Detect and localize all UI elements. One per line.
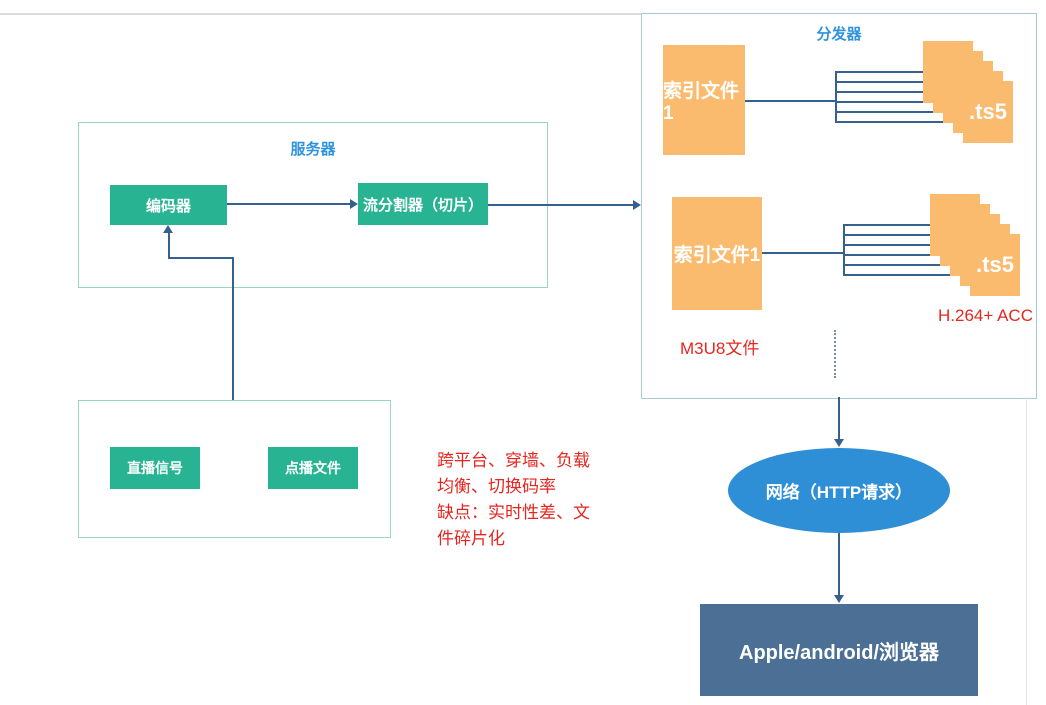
pros-cons-note: 跨平台、穿墙、负载 均衡、切换码率 缺点：实时性差、文 件碎片化 bbox=[437, 448, 627, 552]
arrow-network-to-client-head bbox=[834, 595, 844, 603]
arrow-splitter-to-distributor-head bbox=[633, 200, 641, 210]
fan-line bbox=[835, 91, 943, 93]
pros-cons-note-line: 均衡、切换码率 bbox=[437, 477, 556, 496]
arrow-sources-to-encoder-horizontal bbox=[168, 257, 234, 259]
vod-file-node: 点播文件 bbox=[268, 447, 358, 489]
ts-card-front: .ts5 bbox=[970, 234, 1020, 296]
arrow-distributor-to-network-line bbox=[838, 397, 840, 441]
segment-fan-lines bbox=[835, 71, 985, 123]
fan-line bbox=[835, 71, 923, 73]
arrow-network-to-client-line bbox=[838, 533, 840, 596]
pros-cons-note-line: 件碎片化 bbox=[437, 529, 505, 548]
index-to-segments-line bbox=[762, 252, 844, 254]
arrow-encoder-to-splitter-head bbox=[350, 199, 358, 209]
top-divider-line bbox=[0, 13, 642, 15]
arrow-distributor-to-network-head bbox=[834, 439, 844, 447]
live-signal-node: 直播信号 bbox=[110, 447, 200, 489]
fan-line bbox=[835, 111, 963, 113]
fan-line bbox=[843, 264, 971, 266]
stream-splitter-node: 流分割器（切片） bbox=[358, 183, 488, 225]
pros-cons-note-line: 跨平台、穿墙、负载 bbox=[437, 451, 590, 470]
fan-line bbox=[835, 101, 953, 103]
page-boundary-line bbox=[1026, 397, 1027, 705]
arrow-sources-to-encoder-riser bbox=[168, 231, 170, 259]
network-node-label: 网络（HTTP请求） bbox=[765, 483, 913, 502]
index-file-node: 索引文件1 bbox=[663, 45, 745, 155]
m3u8-label: M3U8文件 bbox=[680, 339, 760, 358]
fan-stem-line bbox=[835, 71, 837, 123]
arrow-sources-to-encoder-vertical bbox=[232, 257, 234, 400]
fan-line bbox=[843, 234, 941, 236]
network-node: 网络（HTTP请求） bbox=[728, 448, 950, 533]
pros-cons-note-line: 缺点：实时性差、文 bbox=[437, 503, 590, 522]
ts-segment-stack: .ts5 bbox=[930, 194, 1020, 296]
client-node: Apple/android/浏览器 bbox=[700, 604, 978, 696]
ts-file-label: .ts5 bbox=[976, 252, 1014, 277]
distributor-group-title: 分发器 bbox=[816, 26, 862, 43]
segment-fan-lines bbox=[843, 224, 993, 276]
fan-line bbox=[843, 254, 961, 256]
codec-label: H.264+ ACC bbox=[938, 306, 1033, 325]
fan-stem-line bbox=[843, 224, 845, 276]
server-group-title: 服务器 bbox=[290, 141, 336, 158]
index-to-segments-line bbox=[745, 100, 836, 102]
ts-card-front: .ts5 bbox=[963, 81, 1013, 143]
encoder-node: 编码器 bbox=[110, 185, 227, 225]
index-file-node: 索引文件1 bbox=[672, 197, 762, 310]
more-items-dotted-line bbox=[834, 330, 836, 378]
ts-file-label: .ts5 bbox=[969, 99, 1007, 124]
fan-line bbox=[835, 81, 933, 83]
fan-line bbox=[843, 244, 951, 246]
fan-line bbox=[843, 224, 931, 226]
arrow-splitter-to-distributor-line bbox=[488, 204, 634, 206]
arrow-encoder-to-splitter-line bbox=[227, 203, 351, 205]
arrow-sources-to-encoder-head bbox=[163, 225, 173, 233]
client-node-label: Apple/android/浏览器 bbox=[739, 641, 939, 664]
fan-line bbox=[835, 121, 973, 123]
ts-segment-stack: .ts5 bbox=[923, 41, 1013, 143]
fan-line bbox=[843, 274, 981, 276]
